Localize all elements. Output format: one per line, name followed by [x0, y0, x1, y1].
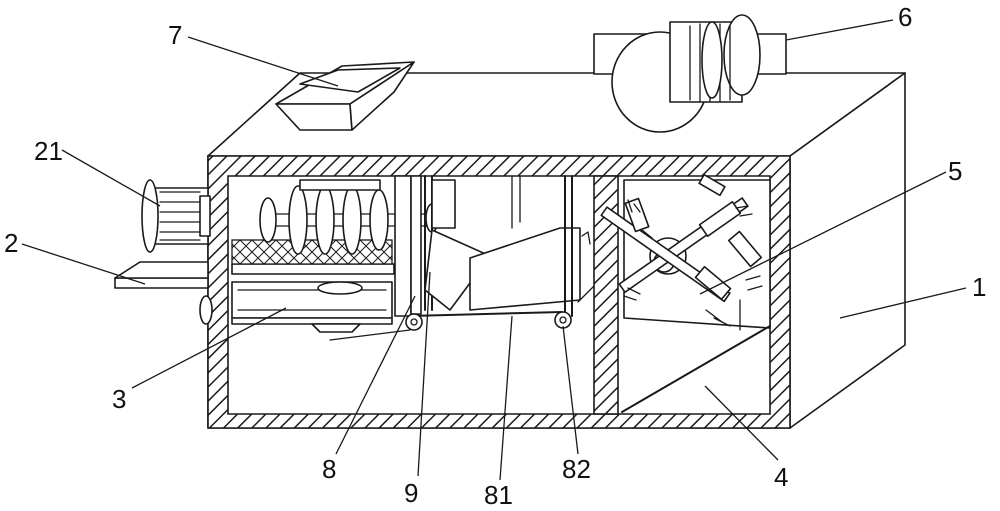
part-labels: 7 6 21 2 5 1 3 4 8 9 81 82 — [4, 2, 986, 510]
label-21: 21 — [34, 136, 63, 166]
label-7: 7 — [168, 20, 182, 50]
crusher-unit — [600, 173, 771, 413]
label-81: 81 — [484, 480, 513, 510]
label-9: 9 — [404, 478, 418, 508]
label-8: 8 — [322, 454, 336, 484]
label-5: 5 — [948, 156, 962, 186]
label-3: 3 — [112, 384, 126, 414]
label-4: 4 — [774, 462, 788, 492]
label-1: 1 — [972, 272, 986, 302]
base-plate — [114, 277, 209, 289]
label-2: 2 — [4, 228, 18, 258]
label-82: 82 — [562, 454, 591, 484]
top-motor — [593, 14, 787, 133]
leader-lines — [21, 19, 967, 481]
label-6: 6 — [898, 2, 912, 32]
middle-mechanism — [329, 175, 595, 341]
side-motor — [141, 179, 211, 253]
feed-hopper — [275, 61, 415, 131]
